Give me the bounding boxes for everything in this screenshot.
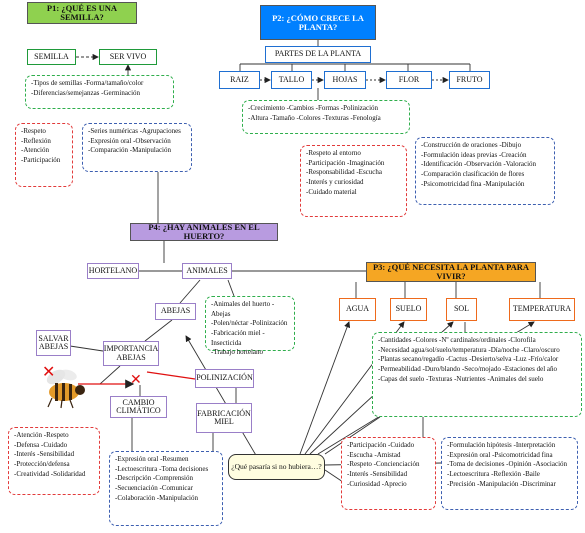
node-hojas: HOJAS xyxy=(324,71,366,89)
p4-skills-box: -Expresión oral -Resumen -Lectoescritura… xyxy=(109,451,223,526)
node-salvar-abejas: SALVAR ABEJAS xyxy=(36,330,71,356)
node-partes-planta: PARTES DE LA PLANTA xyxy=(265,46,371,63)
node-agua: AGUA xyxy=(339,298,376,321)
p3-content-box: -Cantidades -Colores -Nº cardinales/ordi… xyxy=(372,332,582,417)
node-cambio-climatico: CAMBIO CLIMÁTICO xyxy=(110,396,167,418)
node-flor: FLOR xyxy=(386,71,432,89)
node-importancia-abejas: IMPORTANCIA ABEJAS xyxy=(103,341,159,366)
link-question-agua xyxy=(299,321,351,455)
p2-values-box: -Respeto al entorno -Participación -Imag… xyxy=(300,145,407,217)
p4-content-box: -Animales del huerto -Abejas -Polen/néct… xyxy=(205,296,295,356)
p4-values-box: -Atención -Respeto -Defensa -Cuidado -In… xyxy=(8,427,100,495)
node-tallo: TALLO xyxy=(271,71,312,89)
p1-content-box: -Tipos de semillas -Forma/tamaño/color -… xyxy=(25,75,174,109)
p2-content-box: -Crecimiento -Cambios -Formas -Polinizac… xyxy=(242,100,410,134)
red-cross-icon: ✕ xyxy=(42,362,56,381)
link-question-abejas xyxy=(185,335,258,458)
node-fruto: FRUTO xyxy=(449,71,490,89)
node-polinizacion: POLINIZACIÓN xyxy=(195,369,254,388)
question-box: ¿Qué pasaría si no hubiera…? xyxy=(228,454,325,480)
p2-title: P2: ¿CÓMO CRECE LA PLANTA? xyxy=(260,5,376,40)
node-sol: SOL xyxy=(446,298,477,321)
p4-title: P4: ¿HAY ANIMALES EN EL HUERTO? xyxy=(130,223,278,241)
p1-values-box: -Respeto -Reflexión -Atención -Participa… xyxy=(15,123,73,187)
link-abejas-importancia xyxy=(144,319,173,342)
node-suelo: SUELO xyxy=(390,298,427,321)
p3-title: P3: ¿QUÉ NECESITA LA PLANTA PARA VIVIR? xyxy=(366,262,536,282)
p1-title: P1: ¿QUÉ ES UNA SEMILLA? xyxy=(27,2,137,24)
link-animales-abejas xyxy=(179,279,201,304)
bee-icon xyxy=(46,369,85,409)
red-cross-icon-2: ✕ xyxy=(130,372,142,388)
node-fabricacion-miel: FABRICACIÓN MIEL xyxy=(196,403,252,433)
p2-skills-box: -Construcción de oraciones -Dibujo -Form… xyxy=(415,137,555,205)
node-abejas: ABEJAS xyxy=(155,303,196,320)
node-raiz: RAIZ xyxy=(219,71,260,89)
node-temperatura: TEMPERATURA xyxy=(509,298,575,321)
link-question-p3-content xyxy=(324,416,381,455)
node-semilla: SEMILLA xyxy=(27,49,76,65)
node-hortelano: HORTELANO xyxy=(87,263,139,279)
p3-skills-box: -Formulación hipótesis -Interpretación -… xyxy=(441,437,578,510)
node-ser-vivo: SER VIVO xyxy=(99,49,157,65)
link-animales-content xyxy=(227,279,235,297)
p1-skills-box: -Series numéricas -Agrupaciones -Expresi… xyxy=(82,123,192,172)
p3-values-box: -Participación -Cuidado -Escucha -Amista… xyxy=(341,437,436,510)
node-animales: ANIMALES xyxy=(182,263,232,279)
